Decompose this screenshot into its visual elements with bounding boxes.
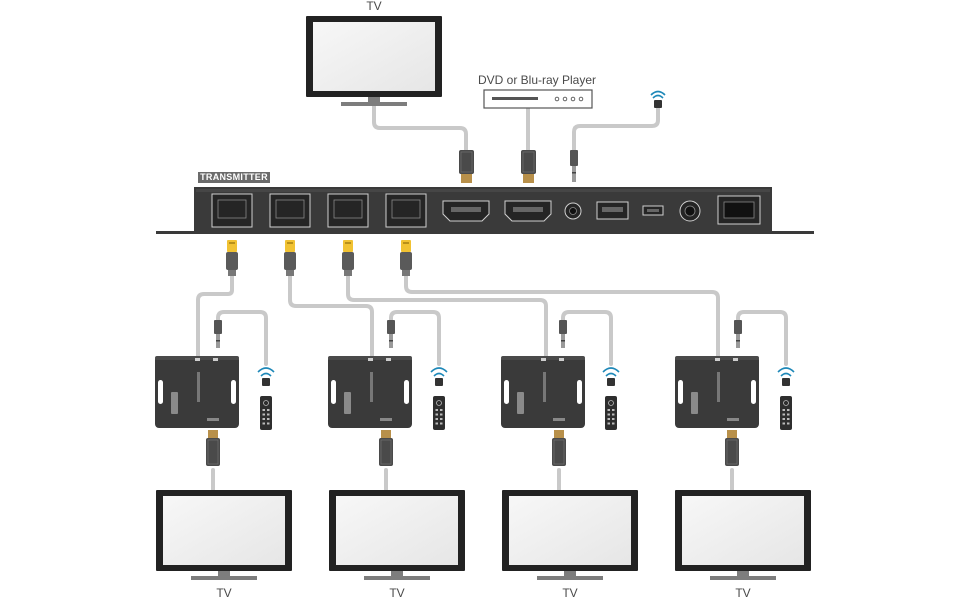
ir-sensor-icon	[602, 367, 620, 386]
ethernet-plugs	[226, 240, 412, 276]
bottom-tvs	[156, 490, 811, 580]
rj45-port	[327, 193, 369, 228]
cable-eth-4	[404, 274, 720, 358]
ir-sensor-icon	[650, 90, 666, 108]
hdmi-plug-icon	[552, 430, 566, 466]
rj45-port	[211, 193, 253, 228]
audio-jack-icon	[387, 320, 395, 348]
cable-eth-1	[196, 274, 234, 358]
dvd-player-icon	[483, 89, 593, 109]
rj45-port	[269, 193, 311, 228]
audio-port	[564, 202, 582, 220]
remote-control-icon	[260, 396, 272, 430]
cable-eth-3	[346, 274, 548, 358]
hdmi-plug-icon	[725, 430, 739, 466]
rj45-plug-icon	[342, 240, 354, 276]
rj45-plug-icon	[226, 240, 238, 276]
cable-ir-r3	[561, 310, 613, 366]
dvd-player-label: DVD or Blu-ray Player	[477, 73, 597, 87]
tv-label-3: TV	[562, 586, 578, 600]
power-port	[679, 200, 701, 222]
remote-control-icon	[433, 396, 445, 430]
tv-icon	[329, 490, 465, 580]
rj45-plug-icon	[400, 240, 412, 276]
cable-ir-r1	[216, 310, 268, 366]
tv-icon	[675, 490, 811, 580]
cable-ir-tx	[572, 104, 660, 152]
receiver-icon	[675, 320, 795, 466]
receivers	[155, 320, 795, 466]
tv-top-icon	[306, 16, 442, 106]
hdmi-port	[504, 200, 552, 222]
ir-sensor-icon	[430, 367, 448, 386]
tv-label-1: TV	[216, 586, 232, 600]
remote-control-icon	[780, 396, 792, 430]
hdmi-port	[442, 200, 490, 222]
hdmi-plug-icon	[521, 150, 536, 183]
hdmi-plug-icon	[459, 150, 474, 183]
transmitter-device	[156, 187, 814, 234]
tv-icon	[156, 490, 292, 580]
rj45-plug-icon	[284, 240, 296, 276]
ir-sensor-icon	[777, 367, 795, 386]
remote-control-icon	[605, 396, 617, 430]
ir-sensor-icon	[257, 367, 275, 386]
receiver-icon	[501, 320, 620, 466]
cable-eth-2	[288, 274, 374, 358]
cable-ir-r2	[389, 310, 441, 366]
receiver-icon	[155, 320, 275, 466]
tv-label-2: TV	[389, 586, 405, 600]
audio-jack-icon	[559, 320, 567, 348]
tv-top-label: TV	[366, 0, 382, 13]
transmitter-label: TRANSMITTER	[198, 172, 270, 183]
tv-label-4: TV	[735, 586, 751, 600]
power-switch	[717, 195, 761, 225]
hdmi-plug-icon	[206, 430, 220, 466]
audio-jack-icon	[214, 320, 222, 348]
audio-jack-icon	[570, 150, 578, 182]
cable-ir-r4	[736, 310, 788, 366]
receiver-icon	[328, 320, 448, 466]
audio-jack-icon	[734, 320, 742, 348]
cable-tv-top	[372, 102, 468, 152]
usb-port	[596, 201, 629, 220]
micro-usb-port	[642, 205, 664, 216]
rj45-port	[385, 193, 427, 228]
hdmi-plug-icon	[379, 430, 393, 466]
tv-icon	[502, 490, 638, 580]
cables	[196, 102, 788, 492]
